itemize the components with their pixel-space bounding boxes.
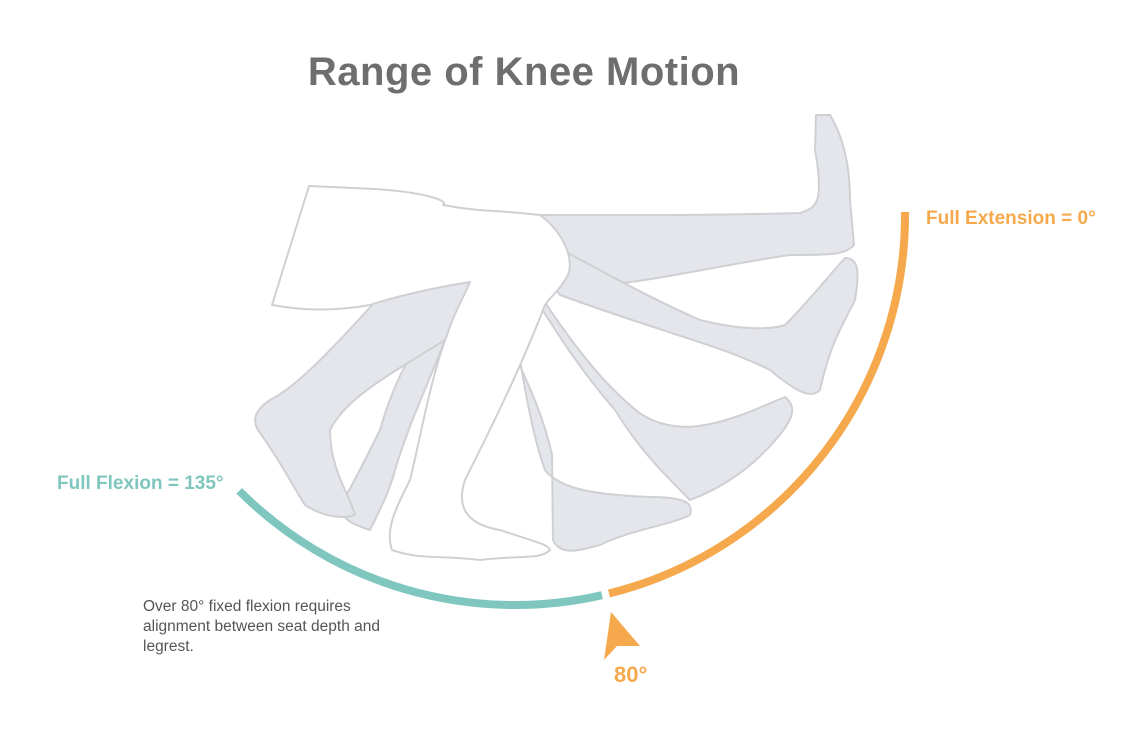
fixed-flexion-marker-label: 80° xyxy=(614,662,648,687)
fixed-flexion-note: Over 80° fixed flexion requires alignmen… xyxy=(143,598,380,655)
full-extension-label: Full Extension = 0° xyxy=(926,208,1096,229)
page-title: Range of Knee Motion xyxy=(307,50,741,94)
leg-position-5 xyxy=(339,284,471,531)
fixed-flexion-arrow-icon xyxy=(604,612,640,660)
flexion-arc xyxy=(236,487,603,609)
leg-position-2 xyxy=(499,219,859,395)
leg-position-6 xyxy=(254,281,471,518)
leg-position-extended xyxy=(494,114,855,286)
thigh-and-shin-reference xyxy=(271,185,571,561)
extension-arc xyxy=(608,211,910,598)
leg-position-3 xyxy=(519,261,794,501)
full-flexion-label: Full Flexion = 135° xyxy=(57,473,224,494)
leg-position-4 xyxy=(499,269,692,552)
